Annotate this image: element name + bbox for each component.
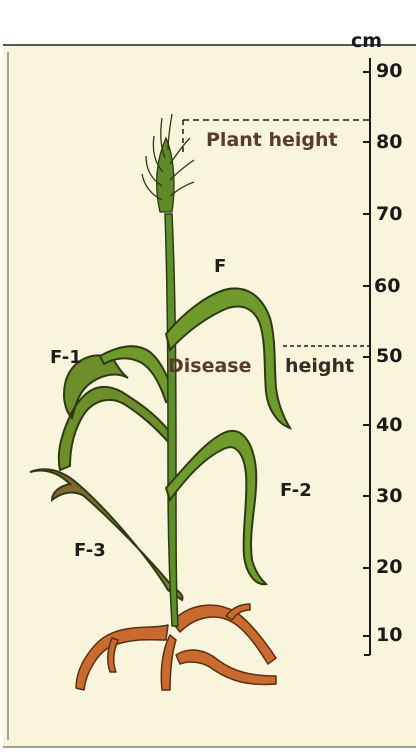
tick-label-60: 60 (374, 275, 400, 297)
leaf-label-f3: F-3 (74, 540, 106, 561)
scale-unit: cm (351, 30, 382, 52)
plant-height-label: Plant height (206, 129, 338, 151)
tick-label-80: 80 (376, 131, 402, 153)
height-label: height (285, 355, 354, 377)
tick-label-90: 90 (376, 60, 402, 82)
tick-label-40: 40 (376, 414, 402, 436)
tick-label-70: 70 (376, 203, 402, 225)
leaf-label-f2: F-2 (280, 480, 312, 501)
tick-label-50: 50 (376, 345, 402, 367)
tick-label-10: 10 (376, 624, 402, 646)
leaf-label-f1: F-1 (50, 347, 82, 368)
tick-label-30: 30 (376, 485, 402, 507)
leaf-label-f: F (214, 256, 226, 277)
disease-label: Disease (168, 355, 252, 377)
tick-label-20: 20 (376, 556, 402, 578)
